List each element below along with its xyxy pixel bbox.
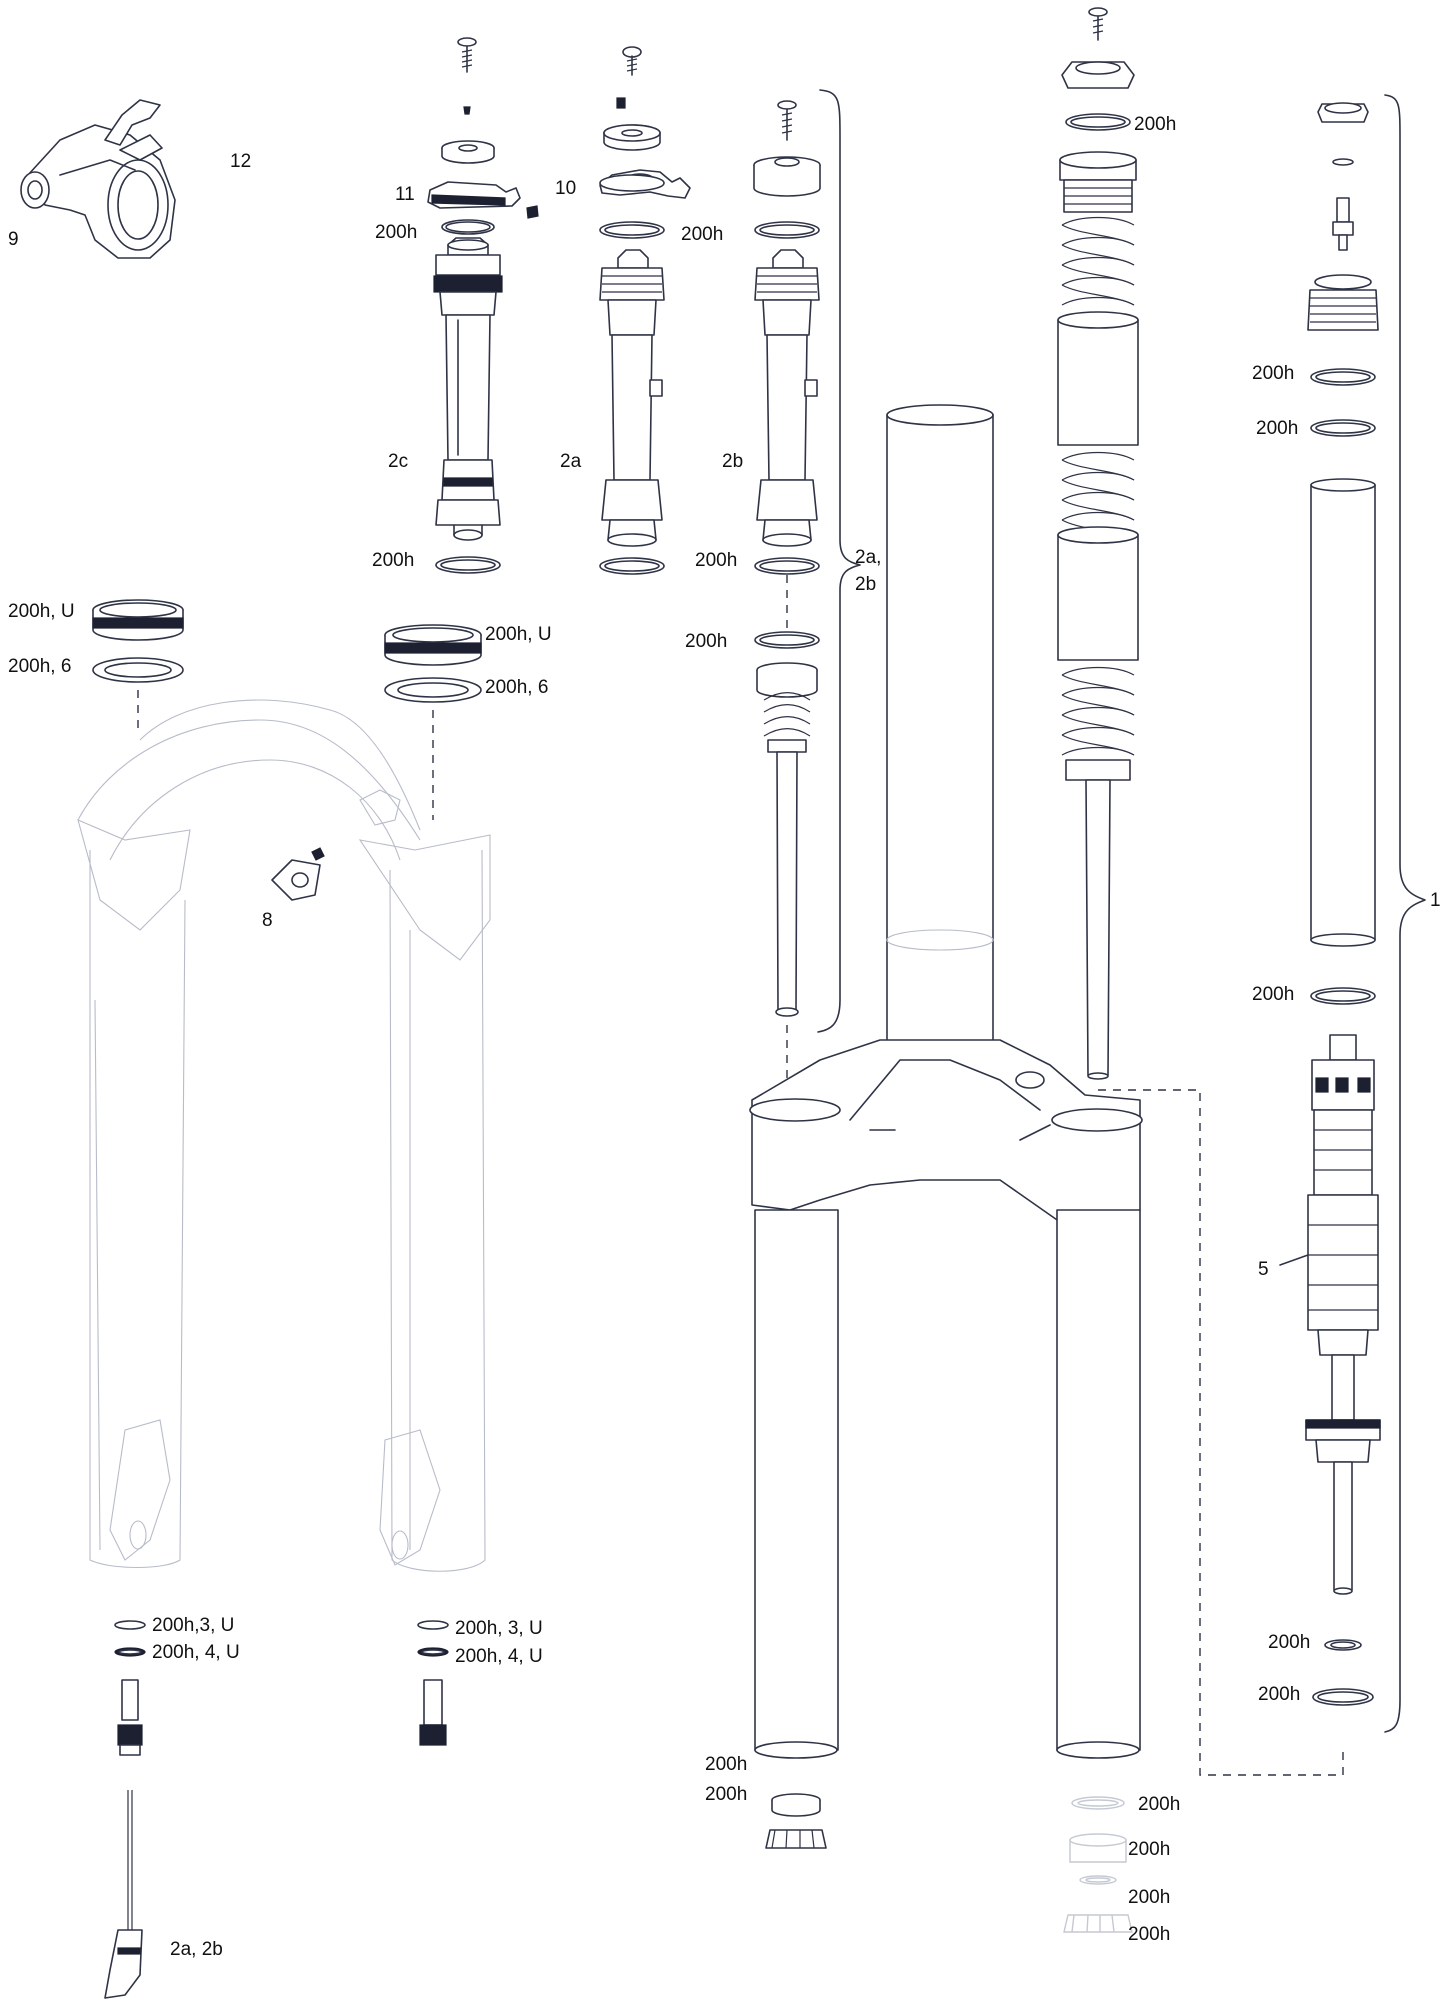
callout-200h: 200h — [1128, 1924, 1170, 1945]
callout-2b-bracket: 2b — [855, 574, 876, 595]
callout-200h: 200h — [1258, 1684, 1300, 1705]
callout-200h: 200h — [695, 550, 737, 571]
callout-200h: 200h — [1134, 114, 1176, 135]
damper-2c-column — [427, 37, 539, 574]
callout-1: 1 — [1430, 890, 1441, 911]
callout-bottom-left-2: 200h, 4, U — [152, 1642, 240, 1663]
callout-200h: 200h — [1252, 984, 1294, 1005]
callout-foam-left: 200h, 6 — [8, 656, 71, 677]
cartridge-part-1-column — [1279, 94, 1426, 1733]
part-labels: 9 12 11 200h 10 200h 2c 2a 2b 200h 200h … — [8, 114, 1441, 1960]
screw-icon — [622, 46, 642, 76]
screw-icon — [457, 37, 477, 73]
callout-200h: 200h — [1128, 1887, 1170, 1908]
callout-8: 8 — [262, 910, 273, 931]
coil-spring-column — [1057, 7, 1344, 1933]
callout-12: 12 — [230, 151, 251, 172]
callout-200h: 200h — [685, 631, 727, 652]
screw-icon — [777, 100, 797, 141]
callout-9: 9 — [8, 229, 19, 250]
damper-2a-column — [599, 46, 691, 575]
callout-seal-left: 200h, U — [8, 601, 75, 622]
callout-2a: 2a — [560, 451, 582, 472]
callout-200h: 200h — [1256, 418, 1298, 439]
callout-2c: 2c — [388, 451, 408, 472]
callout-200h: 200h — [1128, 1839, 1170, 1860]
callout-bottom-right-2: 200h, 4, U — [455, 1646, 543, 1667]
callout-200h: 200h — [705, 1754, 747, 1775]
callout-10: 10 — [555, 178, 576, 199]
lower-leg-assembly — [77, 599, 491, 1999]
callout-200h: 200h — [1138, 1794, 1180, 1815]
callout-foot: 2a, 2b — [170, 1939, 223, 1960]
callout-seal-right: 200h, U — [485, 624, 552, 645]
callout-bottom-right-1: 200h, 3, U — [455, 1618, 543, 1639]
callout-11: 11 — [395, 184, 415, 205]
callout-foam-right: 200h, 6 — [485, 677, 548, 698]
crown-stanchion-assembly — [749, 404, 1143, 1849]
callout-200h: 200h — [375, 222, 417, 243]
callout-5: 5 — [1258, 1259, 1269, 1280]
callout-200h: 200h — [372, 550, 414, 571]
screw-icon — [1088, 7, 1108, 41]
callout-bottom-left-1: 200h,3, U — [152, 1615, 234, 1636]
remote-lever-part — [20, 99, 176, 259]
callout-2a-bracket: 2a, — [855, 547, 881, 568]
callout-200h: 200h — [1268, 1632, 1310, 1653]
callout-200h: 200h — [1252, 363, 1294, 384]
callout-2b: 2b — [722, 451, 743, 472]
callout-200h: 200h — [705, 1784, 747, 1805]
callout-200h: 200h — [681, 224, 723, 245]
damper-2b-column — [753, 89, 861, 1100]
